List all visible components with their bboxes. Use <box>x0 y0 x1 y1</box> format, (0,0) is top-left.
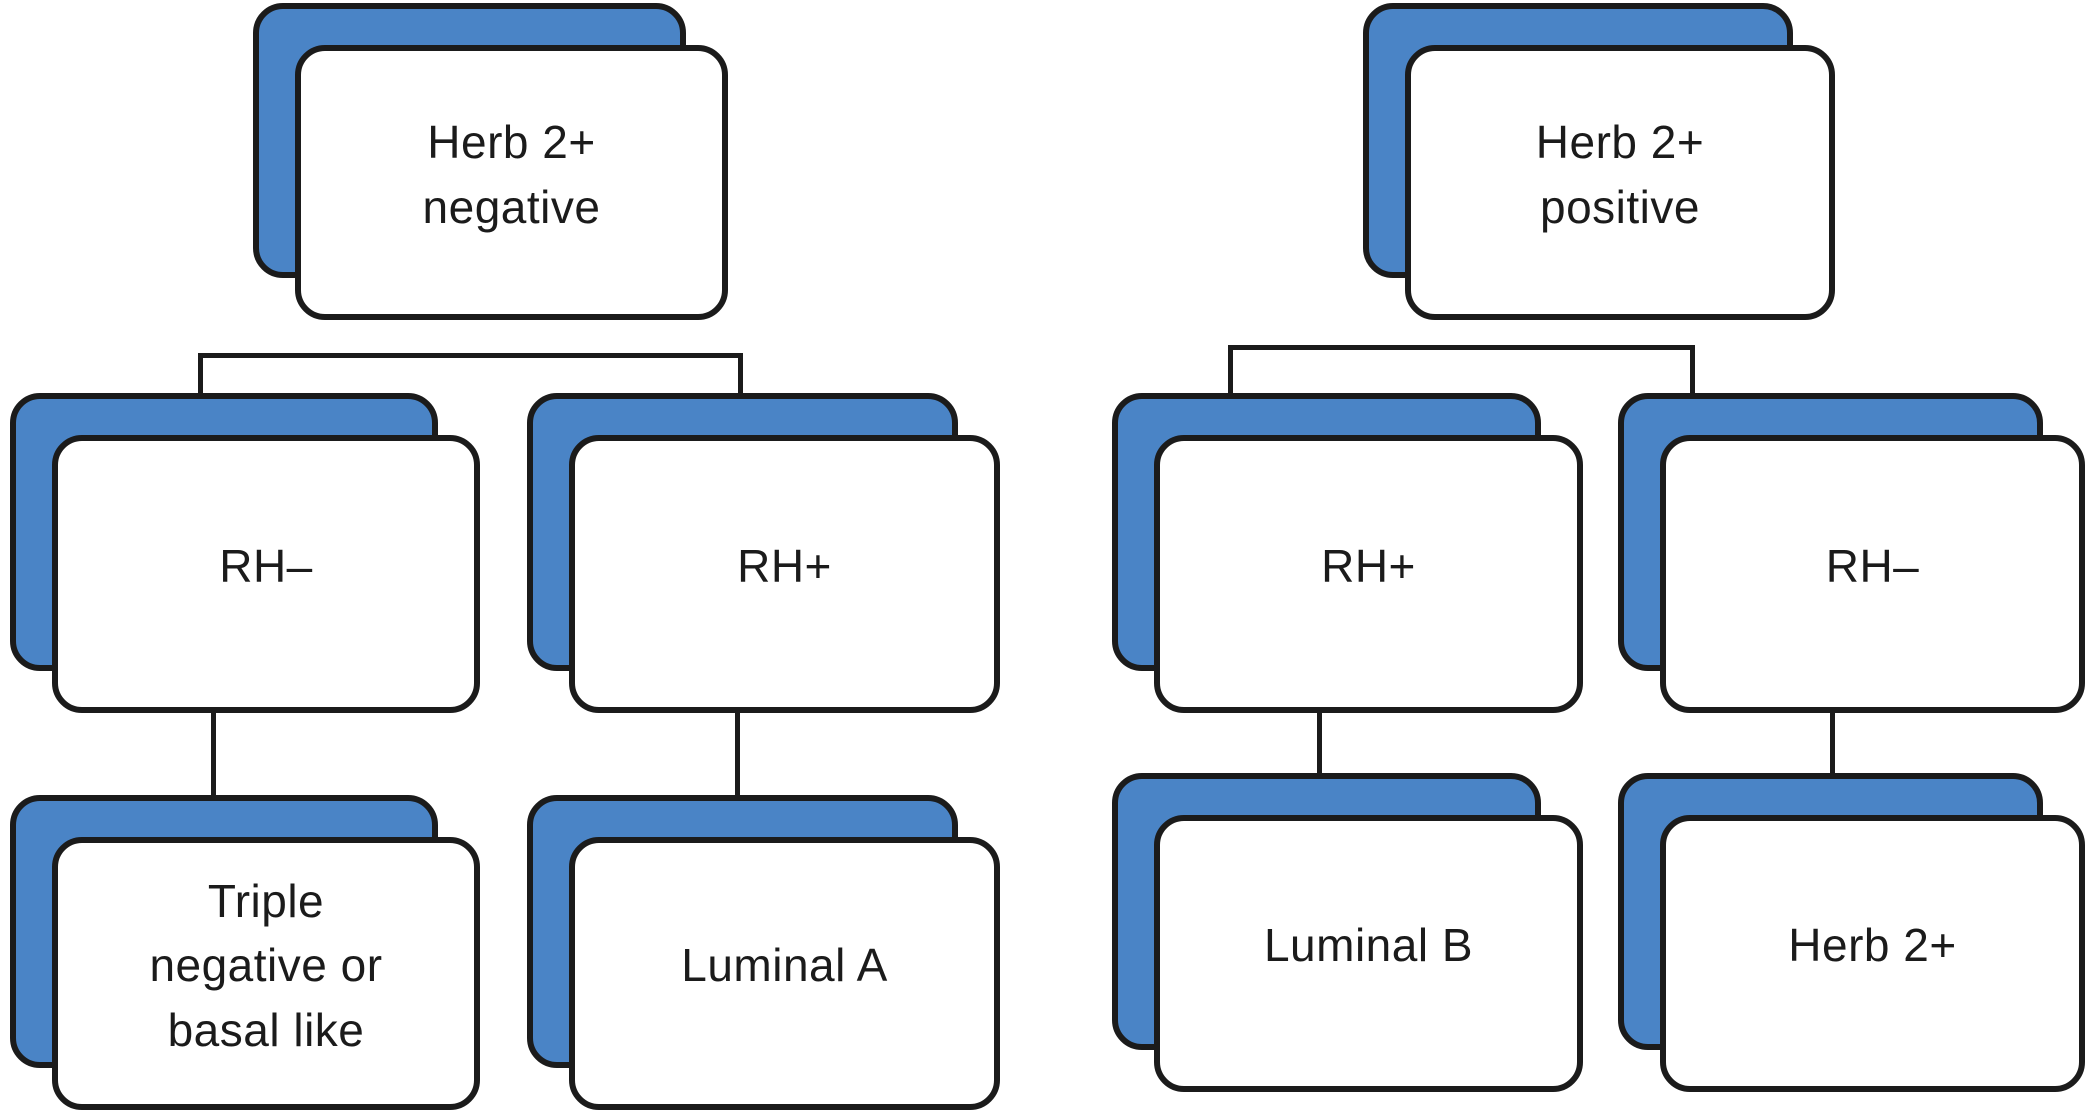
node-luminal-a: Luminal A <box>527 795 1000 1110</box>
connector-right-bracket <box>1228 345 1695 395</box>
node-triple-negative: Triple negative or basal like <box>10 795 480 1110</box>
node-front-card: Herb 2+ <box>1660 815 2085 1092</box>
node-front-card: RH– <box>1660 435 2085 713</box>
connector-right-rhneg-to-herb2 <box>1830 712 1835 774</box>
node-right-rh-positive: RH+ <box>1112 393 1583 713</box>
node-label: Herb 2+ negative <box>422 116 601 233</box>
node-left-rh-negative: RH– <box>10 393 480 713</box>
node-front-card: Luminal A <box>569 837 1000 1110</box>
node-label: RH– <box>219 539 313 592</box>
node-left-rh-positive: RH+ <box>527 393 1000 713</box>
node-herb2-positive: Herb 2+ positive <box>1363 3 1835 320</box>
node-front-card: Triple negative or basal like <box>52 837 480 1110</box>
node-label: Herb 2+ positive <box>1535 116 1705 233</box>
connector-left-rhpos-to-luminal-a <box>735 712 740 796</box>
node-front-card: Herb 2+ positive <box>1405 45 1835 320</box>
node-front-card: RH+ <box>569 435 1000 713</box>
node-label: RH+ <box>1321 539 1416 592</box>
node-front-card: Luminal B <box>1154 815 1583 1092</box>
node-front-card: RH+ <box>1154 435 1583 713</box>
node-front-card: Herb 2+ negative <box>295 45 728 320</box>
node-label: RH+ <box>737 539 832 592</box>
node-front-card: RH– <box>52 435 480 713</box>
node-label: RH– <box>1825 539 1920 592</box>
node-right-rh-negative: RH– <box>1618 393 2085 713</box>
node-label: Luminal A <box>681 939 888 992</box>
node-herb2-negative: Herb 2+ negative <box>253 3 728 320</box>
connector-left-rhneg-to-triple <box>211 712 216 796</box>
node-luminal-b: Luminal B <box>1112 773 1583 1092</box>
node-label: Herb 2+ <box>1788 919 1957 972</box>
connector-right-rhpos-to-luminal-b <box>1317 712 1322 774</box>
node-label: Triple negative or basal like <box>149 874 383 1056</box>
connector-left-bracket <box>198 353 743 395</box>
node-label: Luminal B <box>1263 919 1474 972</box>
node-herb2-plus: Herb 2+ <box>1618 773 2085 1092</box>
